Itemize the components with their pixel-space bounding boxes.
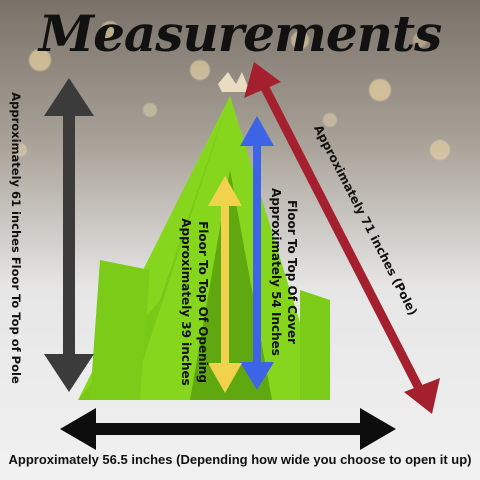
pole-height-arrow: [44, 78, 94, 392]
width-arrow: [60, 408, 396, 450]
cover-height-arrow-head-bottom: [240, 362, 274, 390]
opening-height-arrow-head-bottom: [208, 363, 242, 393]
tent-flap-right: [300, 290, 330, 400]
opening-label-line1: Floor To Top Of Opening: [196, 221, 210, 383]
width-arrow-head-right: [360, 408, 396, 450]
tent-poles-top: [218, 72, 250, 92]
opening-height-arrow-shaft: [221, 196, 229, 372]
tent-opening: [190, 170, 272, 400]
pole-height-arrow-head-bottom: [44, 354, 94, 392]
pole-length-arrow-shaft: [257, 79, 431, 405]
tent-flap-left: [90, 260, 150, 400]
pole-length-arrow-head-top: [244, 62, 281, 98]
opening-height-arrow-head-top: [208, 176, 242, 206]
width-label: Approximately 56.5 inches (Depending how…: [8, 452, 472, 467]
pole-height-arrow-head-top: [44, 78, 94, 116]
teepee-tent: [78, 72, 330, 400]
width-arrow-head-left: [60, 408, 96, 450]
width-arrow-shaft: [84, 423, 374, 435]
pole-length-arrow-head-bottom: [404, 378, 440, 414]
cover-height-arrow-shaft: [253, 140, 261, 372]
cover-label-line2: Approximately 54 Inches: [269, 188, 283, 356]
page-title: Measurements: [38, 4, 443, 63]
opening-height-arrow: [208, 176, 242, 393]
pole-height-arrow-shaft: [63, 112, 75, 358]
opening-label-line2: Approximately 39 inches: [179, 218, 193, 386]
cover-height-arrow: [240, 116, 274, 390]
pole-length-arrow: [244, 62, 440, 414]
cover-label-line1: Floor To Top Of Cover: [285, 200, 299, 344]
cover-height-arrow-head-top: [240, 116, 274, 146]
pole-height-label: Approximately 61 inches Floor To Top of …: [9, 92, 23, 384]
